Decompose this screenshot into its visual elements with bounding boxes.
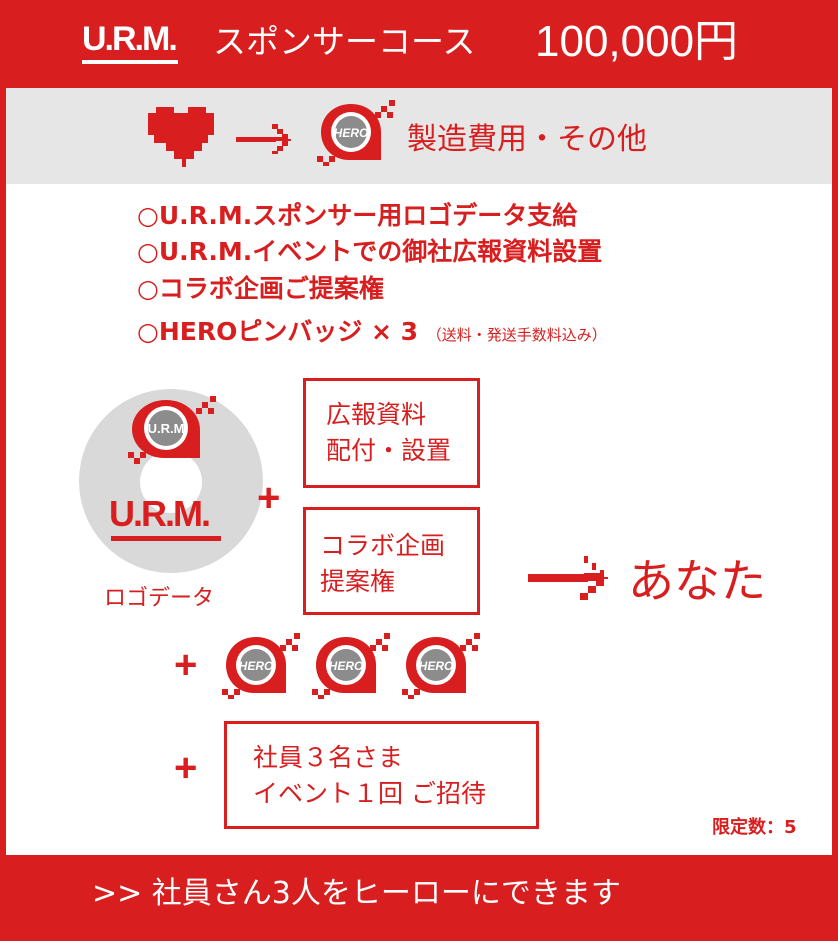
invitation-line-2: イベント１回 ご招待 — [253, 779, 486, 808]
urm-logo-disc: U.R.M. — [109, 494, 229, 546]
invitation-line-1: 社員３名さま — [253, 743, 404, 772]
urm-badge-label: U.R.M — [148, 421, 185, 436]
result-you: あなた — [628, 554, 766, 608]
benefit-pr-materials: ○U.R.M.イベントでの御社広報資料設置 — [137, 237, 603, 266]
pr-materials-line-2: 配付・設置 — [326, 436, 452, 465]
limit-count: 限定数：5 — [712, 817, 797, 838]
plus-sign-3: + — [174, 746, 198, 790]
cost-band-text: 製造費用・その他 — [407, 122, 647, 157]
plus-sign-2: + — [174, 643, 198, 687]
course-price: 100,000円 — [535, 17, 739, 66]
heart-icon — [148, 107, 214, 167]
urm-logo: U.R.M. — [82, 20, 182, 64]
logo-disc-hole — [140, 451, 202, 513]
pr-materials-line-1: 広報資料 — [326, 400, 427, 429]
benefit-logo-data: ○U.R.M.スポンサー用ロゴデータ支給 — [137, 201, 578, 230]
hero-badge-label: HERO — [239, 659, 274, 673]
pr-materials-box: 広報資料 配付・設置 — [303, 378, 480, 488]
hero-badge-label: HERO — [334, 126, 369, 140]
course-name: スポンサーコース — [213, 22, 476, 61]
hero-badge-icon: HERO — [222, 633, 300, 699]
urm-logo-text: U.R.M. — [82, 20, 178, 58]
header: U.R.M. スポンサーコース 100,000円 — [0, 0, 838, 88]
footer-message: >> 社員さん3人をヒーローにできます — [92, 876, 621, 911]
urm-badge-icon: U.R.M — [128, 396, 216, 464]
collab-box: コラボ企画 提案権 — [303, 507, 480, 615]
benefit-collab: ○コラボ企画ご提案権 — [137, 274, 384, 303]
logo-data-caption: ロゴデータ — [104, 586, 215, 611]
arrow-right-icon — [236, 124, 291, 154]
hero-badge-icon: HERO — [312, 633, 390, 699]
arrow-right-icon — [528, 556, 608, 600]
benefit-pin-badges-text: ○HEROピンバッジ × 3 — [137, 317, 419, 346]
urm-logo-disc-underline — [111, 536, 221, 541]
hero-badge-icon: HERO — [402, 633, 480, 699]
cost-band — [6, 88, 832, 184]
benefit-pin-badges: ○HEROピンバッジ × 3 （送料・発送手数料込み） — [137, 316, 607, 351]
collab-line-1: コラボ企画 — [320, 531, 446, 560]
plus-sign-1: + — [257, 476, 281, 520]
invitation-box: 社員３名さま イベント１回 ご招待 — [224, 721, 539, 829]
urm-logo-underline — [82, 60, 178, 64]
hero-badge-label: HERO — [329, 659, 364, 673]
urm-logo-disc-text: U.R.M. — [109, 493, 211, 534]
hero-badge-icon: HERO — [317, 100, 395, 166]
hero-badge-label: HERO — [419, 659, 454, 673]
benefit-pin-badges-note: （送料・発送手数料込み） — [426, 326, 607, 344]
collab-line-2: 提案権 — [320, 567, 396, 596]
